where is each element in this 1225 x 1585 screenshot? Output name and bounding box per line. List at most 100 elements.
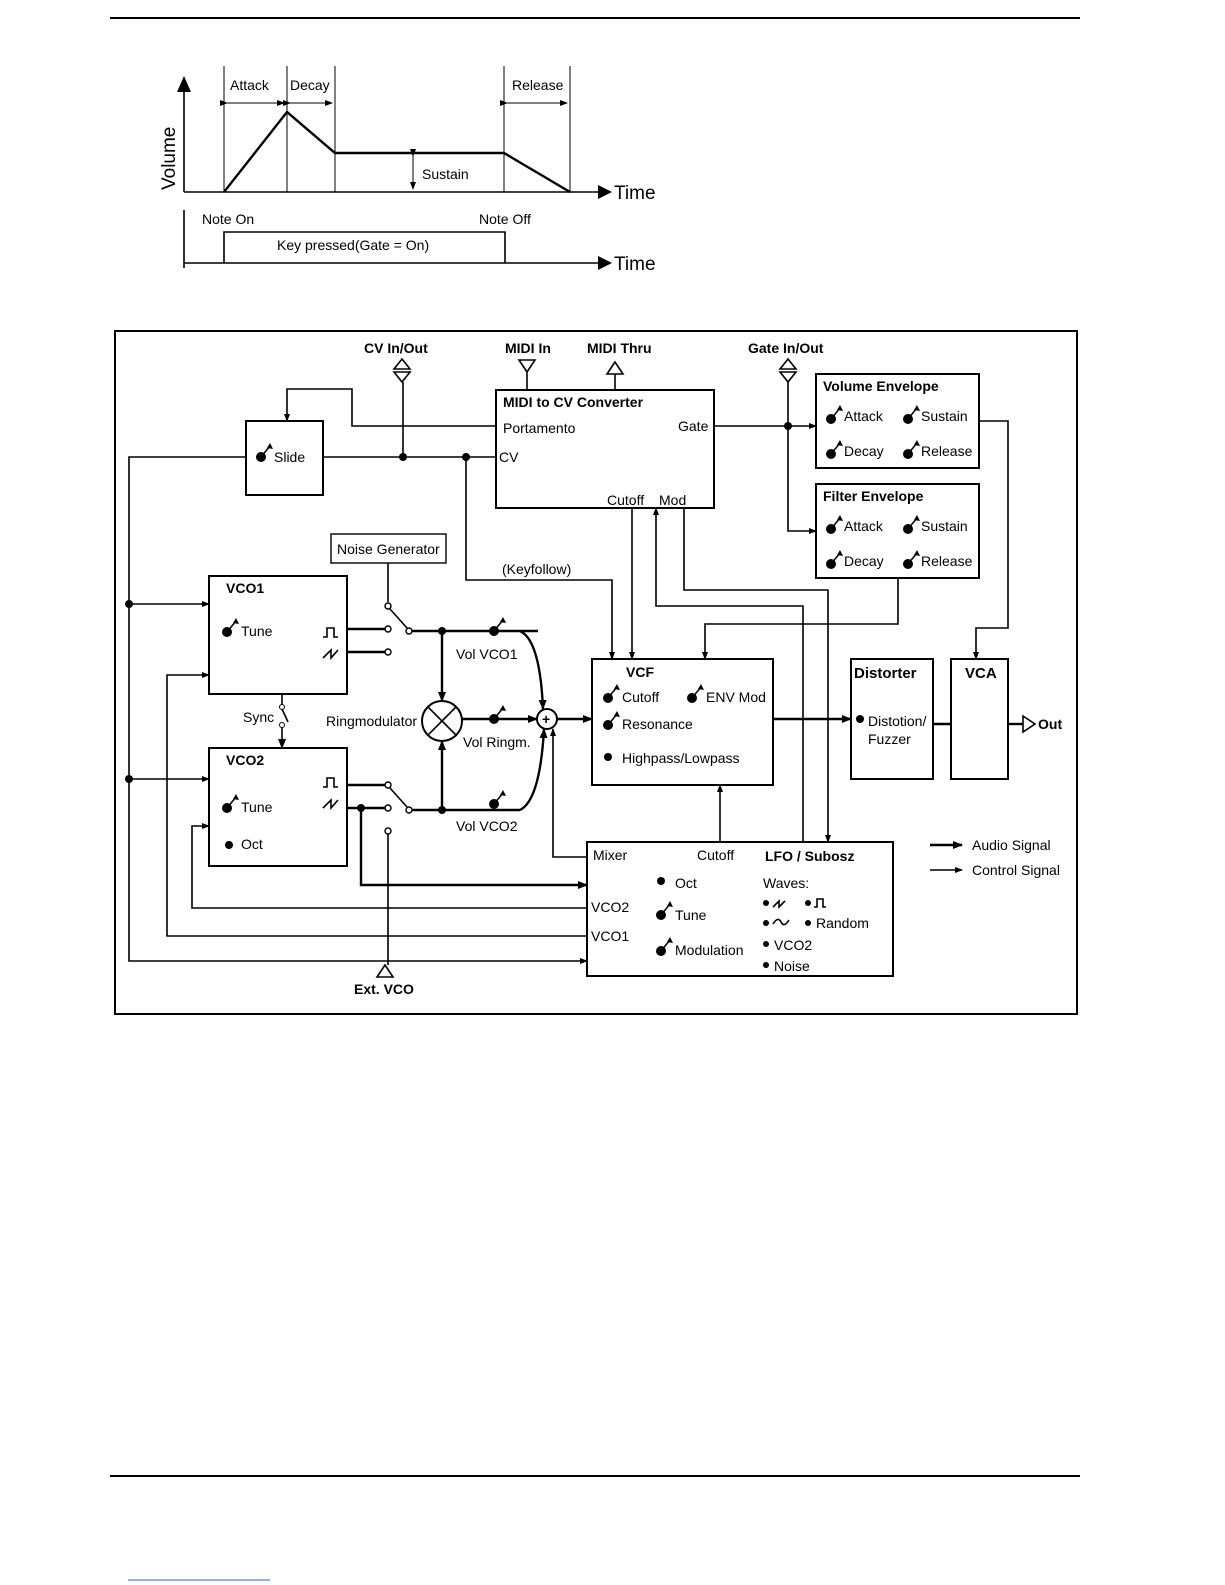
vcf-env-mod-label: ENV Mod xyxy=(706,689,766,705)
vco2-title: VCO2 xyxy=(226,752,264,768)
svg-text:+: + xyxy=(542,711,550,727)
wave-square-icon xyxy=(814,898,826,908)
vol-vco2-knob-icon xyxy=(488,789,507,810)
lfo-tune-label: Tune xyxy=(675,907,707,923)
legend: Audio Signal Control Signal xyxy=(930,837,1060,878)
vcf-resonance-label: Resonance xyxy=(622,716,693,732)
gate-inout-label: Gate In/Out xyxy=(748,340,824,356)
vco1-square-wave-icon xyxy=(323,627,338,638)
lfo-oct-label: Oct xyxy=(675,875,697,891)
wave-vco2-label: VCO2 xyxy=(774,937,812,953)
vol-vco2-label: Vol VCO2 xyxy=(456,818,518,834)
vol-vco1-label: Vol VCO1 xyxy=(456,646,518,662)
midi-cv-cutoff-label: Cutoff xyxy=(607,492,644,508)
out-label: Out xyxy=(1038,716,1062,732)
midi-cv-cv-label: CV xyxy=(499,449,519,465)
adsr-gate-label: Key pressed(Gate = On) xyxy=(277,237,429,253)
wave-square-switch-icon xyxy=(805,900,811,906)
gate-inout-port: Gate In/Out xyxy=(748,340,824,384)
lfo-cutoff-label: Cutoff xyxy=(697,847,734,863)
vcf-title: VCF xyxy=(626,664,654,680)
midi-cv-gate-label: Gate xyxy=(678,418,709,434)
adsr-note-off-label: Note Off xyxy=(479,211,531,227)
cv-inout-port: CV In/Out xyxy=(364,340,428,384)
lfo-waves-label: Waves: xyxy=(763,875,809,891)
midi-to-cv-title: MIDI to CV Converter xyxy=(503,394,644,410)
vcf-hp-lp-label: Highpass/Lowpass xyxy=(622,750,740,766)
vol-ringm-label: Vol Ringm. xyxy=(463,734,531,750)
vco2-saw-wave-icon xyxy=(322,798,339,811)
lfo-modulation-label: Modulation xyxy=(675,942,744,958)
adsr-decay-label: Decay xyxy=(290,77,330,93)
vco1-saw-wave-icon xyxy=(322,648,339,661)
block-diagram-frame xyxy=(114,330,1078,1015)
lfo-vco1-input-label: VCO1 xyxy=(591,928,629,944)
distorter-line1-label: Distotion/ xyxy=(868,713,926,729)
wave-saw-switch-icon xyxy=(763,900,769,906)
keyfollow-label: (Keyfollow) xyxy=(502,561,571,577)
cv-inout-label: CV In/Out xyxy=(364,340,428,356)
lfo-title: LFO / Subosz xyxy=(765,848,854,864)
adsr-note-on-label: Note On xyxy=(202,211,254,227)
adsr-release-label: Release xyxy=(512,77,564,93)
filter-envelope-title: Filter Envelope xyxy=(823,488,924,504)
lfo-vco2-input-label: VCO2 xyxy=(591,899,629,915)
adsr-envelope-diagram: Attack Decay Release Sustain Volume Time… xyxy=(159,66,656,275)
vcf-hp-lp-switch-icon xyxy=(604,753,612,761)
lfo-oct-switch-icon xyxy=(657,877,665,885)
midi-cv-portamento-label: Portamento xyxy=(503,420,576,436)
vco1-box xyxy=(208,575,348,695)
adsr-time-axis-label: Time xyxy=(614,183,656,204)
wave-vco2-switch-icon xyxy=(763,941,769,947)
lfo-subosz-box xyxy=(586,841,894,977)
legend-audio-label: Audio Signal xyxy=(972,837,1051,853)
noise-generator-label: Noise Generator xyxy=(337,541,440,557)
synth-block-diagram: CV In/Out MIDI In MIDI Thru Gate In/Out … xyxy=(114,330,1078,1015)
vol-env-attack-label: Attack xyxy=(844,408,884,424)
filt-env-release-label: Release xyxy=(921,553,973,569)
midi-cv-mod-label: Mod xyxy=(659,492,686,508)
vco2-square-wave-icon xyxy=(323,777,338,788)
adsr-volume-axis-label: Volume xyxy=(159,127,180,190)
lfo-mixer-label: Mixer xyxy=(593,847,628,863)
vol-ringm-knob-icon xyxy=(488,704,507,725)
midi-thru-port: MIDI Thru xyxy=(587,340,652,390)
vco1-tune-label: Tune xyxy=(241,623,273,639)
sync-label: Sync xyxy=(243,709,274,725)
legend-control-label: Control Signal xyxy=(972,862,1060,878)
vol-env-release-label: Release xyxy=(921,443,973,459)
distorter-line2-label: Fuzzer xyxy=(868,731,911,747)
vco2-oct-switch-icon xyxy=(225,841,233,849)
filt-env-attack-label: Attack xyxy=(844,518,884,534)
wave-random-switch-icon xyxy=(805,920,811,926)
ringmodulator-label: Ringmodulator xyxy=(326,713,417,729)
filt-env-sustain-label: Sustain xyxy=(921,518,968,534)
vco2-tune-label: Tune xyxy=(241,799,273,815)
wave-saw-icon xyxy=(772,899,786,909)
ext-vco-port-icon xyxy=(375,963,395,978)
distorter-title: Distorter xyxy=(854,665,917,682)
vol-vco1-knob-icon xyxy=(488,616,507,637)
distorter-box xyxy=(850,658,934,780)
volume-envelope-title: Volume Envelope xyxy=(823,378,939,394)
out-port-icon xyxy=(1022,714,1037,734)
adsr-attack-label: Attack xyxy=(230,77,270,93)
wave-noise-switch-icon xyxy=(763,962,769,968)
adsr-time-axis-label-2: Time xyxy=(614,254,656,275)
wave-sine-switch-icon xyxy=(763,920,769,926)
midi-thru-label: MIDI Thru xyxy=(587,340,652,356)
midi-in-label: MIDI In xyxy=(505,340,551,356)
vcf-box xyxy=(591,658,774,786)
vol-env-decay-label: Decay xyxy=(844,443,884,459)
wave-random-label: Random xyxy=(816,915,869,931)
vcf-cutoff-label: Cutoff xyxy=(622,689,659,705)
distorter-switch-icon xyxy=(856,715,864,723)
wave-noise-label: Noise xyxy=(774,958,810,974)
vco1-title: VCO1 xyxy=(226,580,264,596)
vca-box xyxy=(950,658,1009,780)
adsr-sustain-label: Sustain xyxy=(422,166,469,182)
vol-env-sustain-label: Sustain xyxy=(921,408,968,424)
ext-vco-label: Ext. VCO xyxy=(354,981,414,997)
filt-env-decay-label: Decay xyxy=(844,553,884,569)
slide-label: Slide xyxy=(274,449,305,465)
